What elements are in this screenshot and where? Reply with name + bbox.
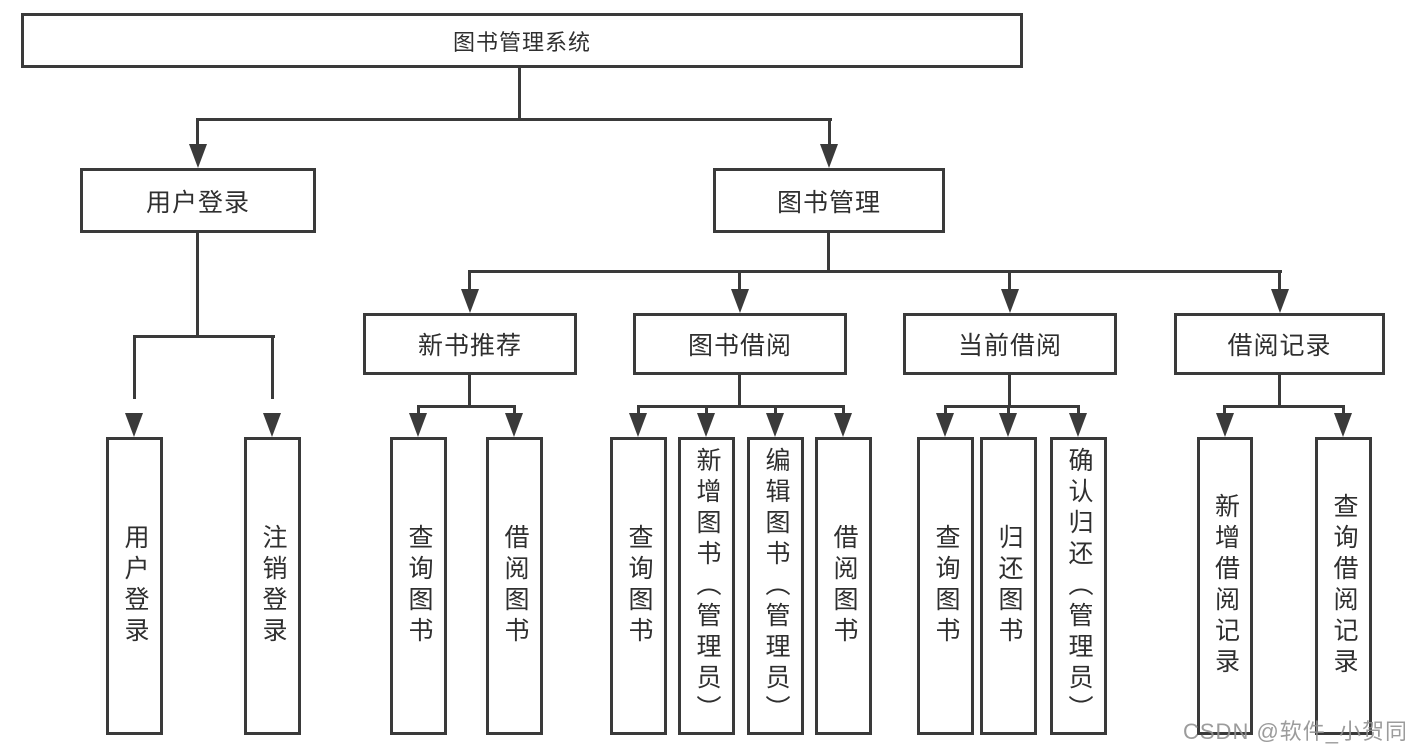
leaf-return-books: 归还图书 — [980, 437, 1037, 735]
connector-line-h — [944, 405, 1080, 408]
connector-line-h — [1224, 405, 1345, 408]
node-label: 图书借阅 — [687, 332, 792, 360]
connector-line-v — [828, 118, 831, 148]
csdn-watermark: CSDN @软件_小贺同学 — [1183, 719, 1405, 744]
node-label: 图书管理 — [776, 188, 881, 217]
connector-arrow-down — [834, 413, 852, 437]
connector-arrow-down — [125, 413, 143, 437]
leaf-add-books-admin: 新增图书（管理员） — [678, 437, 735, 735]
connector-arrow-down — [505, 413, 523, 437]
leaf-borrow-books-borrowing: 借阅图书 — [815, 437, 872, 735]
connector-line-v — [513, 405, 516, 419]
leaf-query-books-recommend: 查询图书 — [390, 437, 447, 735]
node-label: 归还图书 — [995, 524, 1023, 648]
leaf-query-books-borrowing: 查询图书 — [610, 437, 667, 735]
node-current-borrowing: 当前借阅 — [903, 313, 1117, 375]
connector-line-v — [738, 270, 741, 292]
node-borrowing-records: 借阅记录 — [1174, 313, 1385, 375]
connector-arrow-down — [1334, 413, 1352, 437]
connector-arrow-down — [1069, 413, 1087, 437]
connector-line-v — [468, 373, 471, 408]
connector-line-h — [468, 270, 1282, 273]
connector-line-v — [1008, 270, 1011, 292]
connector-line-v — [417, 405, 420, 419]
connector-line-v — [1223, 405, 1226, 419]
connector-arrow-down — [1271, 289, 1289, 313]
connector-arrow-down — [697, 413, 715, 437]
node-label: 用户登录 — [121, 524, 149, 648]
node-new-book-recommend: 新书推荐 — [363, 313, 577, 375]
connector-line-h — [133, 335, 275, 338]
node-label: 当前借阅 — [957, 332, 1062, 360]
connector-arrow-down — [1001, 289, 1019, 313]
connector-line-h — [417, 405, 516, 408]
connector-line-v — [1342, 405, 1345, 419]
connector-arrow-down — [936, 413, 954, 437]
connector-arrow-down — [1216, 413, 1234, 437]
node-label: 查询借阅记录 — [1330, 493, 1358, 679]
connector-line-v — [468, 270, 471, 292]
node-book-borrowing: 图书借阅 — [633, 313, 847, 375]
connector-line-h — [637, 405, 845, 408]
leaf-query-borrow-record: 查询借阅记录 — [1315, 437, 1372, 735]
connector-line-v — [1007, 405, 1010, 419]
node-label: 用户登录 — [145, 188, 250, 217]
node-book-management: 图书管理 — [713, 168, 945, 233]
connector-line-v — [774, 405, 777, 419]
leaf-add-borrow-record: 新增借阅记录 — [1197, 437, 1253, 735]
connector-line-v — [738, 373, 741, 408]
leaf-logout-login: 注销登录 — [244, 437, 301, 735]
connector-arrow-down — [461, 289, 479, 313]
connector-arrow-down — [629, 413, 647, 437]
connector-line-v — [196, 118, 199, 148]
node-label: 编辑图书（管理员） — [762, 446, 790, 726]
node-label: 注销登录 — [259, 524, 287, 648]
node-label: 借阅记录 — [1227, 332, 1332, 360]
node-user-login: 用户登录 — [80, 168, 316, 233]
node-label: 确认归还（管理员） — [1065, 446, 1093, 726]
connector-line-h — [196, 118, 832, 121]
node-label: 查询图书 — [932, 524, 960, 648]
connector-arrow-down — [263, 413, 281, 437]
node-label: 查询图书 — [625, 524, 653, 648]
connector-line-v — [271, 335, 274, 399]
connector-line-v — [1077, 405, 1080, 419]
connector-line-v — [705, 405, 708, 419]
connector-line-v — [1278, 270, 1281, 292]
connector-line-v — [133, 335, 136, 399]
connector-arrow-down — [731, 289, 749, 313]
leaf-borrow-books-recommend: 借阅图书 — [486, 437, 543, 735]
node-book-management-system: 图书管理系统 — [21, 13, 1023, 68]
connector-line-v — [842, 405, 845, 419]
node-label: 借阅图书 — [830, 524, 858, 648]
leaf-query-books-current: 查询图书 — [917, 437, 974, 735]
node-label: 查询图书 — [405, 524, 433, 648]
node-label: 新增借阅记录 — [1211, 493, 1240, 679]
connector-arrow-down — [820, 144, 838, 168]
connector-line-v — [1008, 373, 1011, 408]
connector-arrow-down — [189, 144, 207, 168]
connector-arrow-down — [766, 413, 784, 437]
connector-line-v — [827, 231, 830, 273]
node-label: 新书推荐 — [417, 332, 522, 360]
leaf-user-login: 用户登录 — [106, 437, 163, 735]
node-label: 图书管理系统 — [452, 29, 591, 55]
node-label: 借阅图书 — [501, 524, 529, 648]
node-label: 新增图书（管理员） — [693, 446, 721, 726]
connector-line-v — [518, 67, 521, 120]
connector-line-v — [637, 405, 640, 419]
connector-line-v — [196, 231, 199, 338]
connector-line-v — [1278, 373, 1281, 408]
connector-arrow-down — [409, 413, 427, 437]
leaf-edit-books-admin: 编辑图书（管理员） — [747, 437, 804, 735]
connector-line-v — [944, 405, 947, 419]
leaf-confirm-return-admin: 确认归还（管理员） — [1050, 437, 1107, 735]
connector-arrow-down — [999, 413, 1017, 437]
